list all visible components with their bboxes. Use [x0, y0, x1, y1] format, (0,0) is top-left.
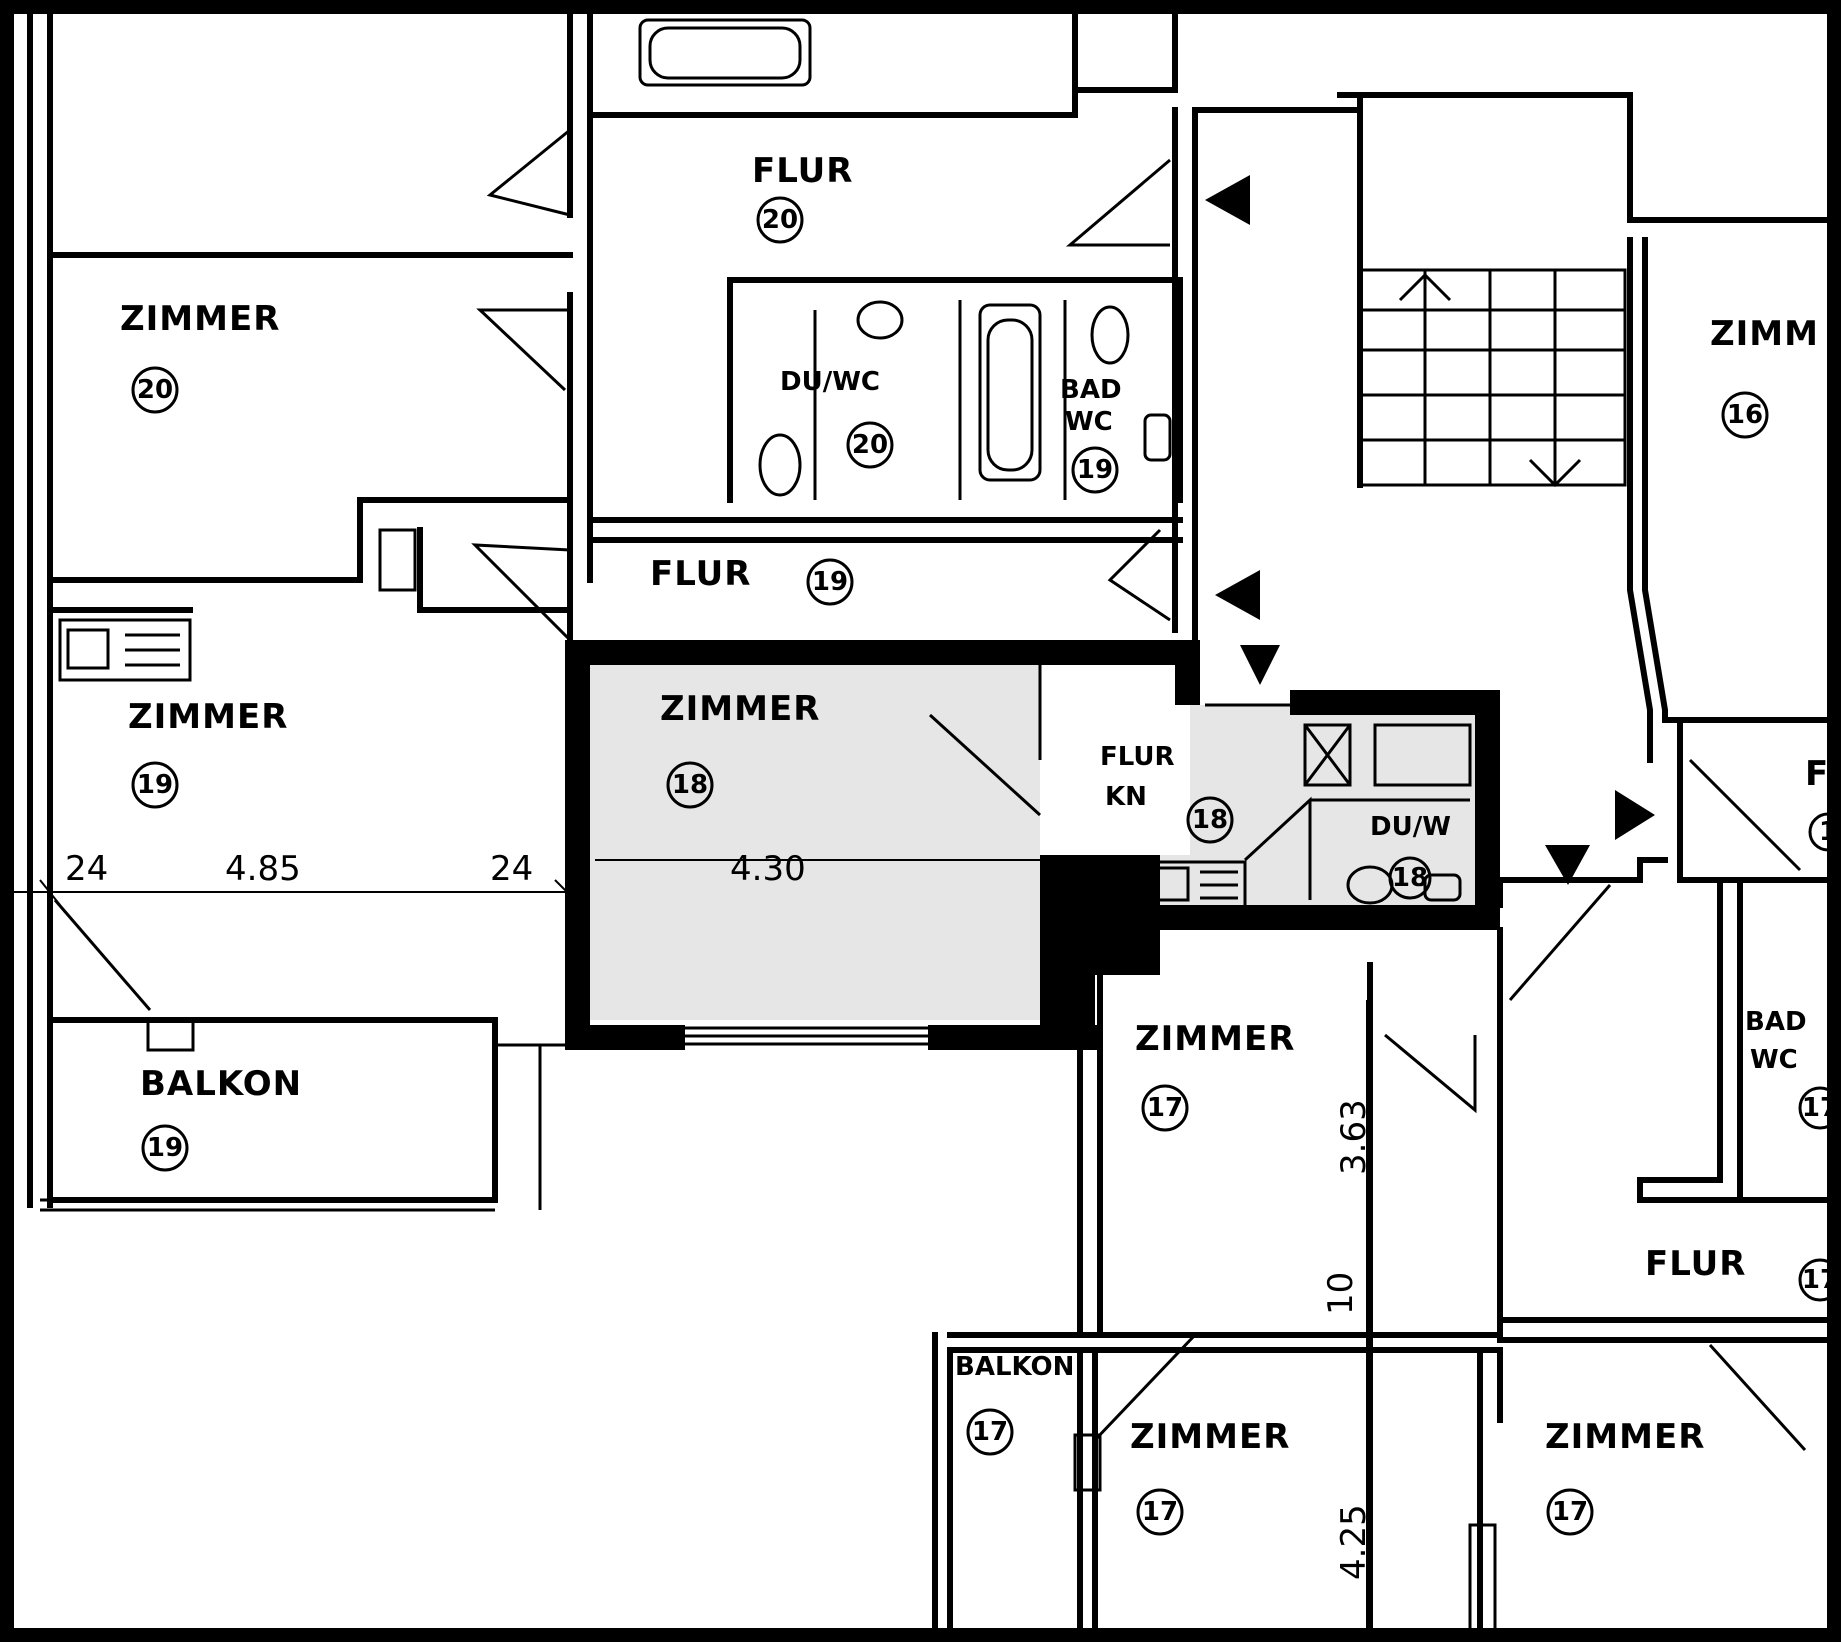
- stair-arrow-down-icon: [1528, 440, 1582, 488]
- svg-text:FLUR: FLUR: [752, 151, 853, 191]
- dimension-24-right: 24: [490, 849, 533, 889]
- entrance-arrow-icon: [1205, 175, 1250, 225]
- entrance-arrow-icon: [1615, 790, 1655, 840]
- svg-text:ZIMMER: ZIMMER: [660, 689, 820, 729]
- walls: [27, 12, 1841, 1642]
- svg-text:BALKON: BALKON: [140, 1064, 302, 1104]
- room-flur-17: FLUR 17: [1645, 1244, 1841, 1302]
- svg-text:19: 19: [812, 567, 848, 597]
- dimension-485: 4.85: [225, 849, 301, 889]
- room-du-wc-20: DU/WC 20: [780, 367, 894, 469]
- room-du-wc-18: DU/W 18: [1370, 812, 1451, 900]
- room-zimmer-19: ZIMMER 19: [128, 697, 288, 809]
- svg-text:20: 20: [852, 430, 888, 460]
- svg-text:FLUR: FLUR: [650, 554, 751, 594]
- svg-text:18: 18: [1192, 805, 1228, 835]
- dimension-24-left: 24: [65, 849, 108, 889]
- room-zimmer-17-b: ZIMMER 17: [1130, 1417, 1290, 1536]
- svg-text:17: 17: [1142, 1497, 1178, 1527]
- svg-text:ZIMMER: ZIMMER: [120, 299, 280, 339]
- svg-text:KN: KN: [1105, 782, 1147, 812]
- arrows: [1205, 175, 1655, 885]
- svg-text:BAD: BAD: [1745, 1007, 1807, 1037]
- room-flur-20: FLUR 20: [752, 151, 853, 244]
- svg-text:17: 17: [1802, 1093, 1838, 1123]
- svg-text:DU/WC: DU/WC: [780, 367, 880, 397]
- dimension-430: 4.30: [730, 849, 806, 889]
- svg-text:17: 17: [1802, 1265, 1838, 1295]
- svg-text:18: 18: [672, 770, 708, 800]
- entrance-arrow-icon: [1215, 570, 1260, 620]
- svg-text:ZIMMER: ZIMMER: [1130, 1417, 1290, 1457]
- door-swings: [53, 128, 1807, 1452]
- svg-text:ZIMMER: ZIMMER: [1545, 1417, 1705, 1457]
- svg-text:17: 17: [1552, 1497, 1588, 1527]
- svg-text:18: 18: [1392, 863, 1428, 893]
- bathtub-icon: [978, 303, 1042, 482]
- room-zimmer-16: ZIMM 16: [1710, 314, 1819, 439]
- svg-text:WC: WC: [1065, 407, 1113, 437]
- svg-text:17: 17: [972, 1417, 1008, 1447]
- room-balkon-19: BALKON 19: [140, 1064, 302, 1172]
- svg-text:FLUR: FLUR: [1100, 742, 1175, 772]
- svg-text:20: 20: [137, 375, 173, 405]
- svg-text:19: 19: [147, 1133, 183, 1163]
- svg-text:ZIMMER: ZIMMER: [128, 697, 288, 737]
- svg-text:ZIMMER: ZIMMER: [1135, 1019, 1295, 1059]
- svg-text:FLUR: FLUR: [1645, 1244, 1746, 1284]
- room-labels: FLUR 20 ZIMMER 20 DU/WC 20 BAD WC 19 ZIM…: [120, 151, 1841, 1536]
- room-zimmer-20: ZIMMER 20: [120, 299, 280, 414]
- dimension-425: 4.25: [1334, 1504, 1374, 1580]
- svg-text:F: F: [1805, 754, 1829, 794]
- dimension-lines: [10, 879, 1368, 1640]
- room-bad-wc-19: BAD WC 19: [1060, 375, 1122, 494]
- svg-text:DU/W: DU/W: [1370, 812, 1451, 842]
- svg-text:20: 20: [762, 205, 798, 235]
- room-flur-19: FLUR 19: [650, 554, 854, 606]
- stair-arrow-up-icon: [1398, 272, 1452, 310]
- entrance-arrow-icon: [1240, 645, 1280, 685]
- dimension-10: 10: [1321, 1272, 1361, 1315]
- sink-icon: [1143, 413, 1462, 902]
- svg-text:WC: WC: [1750, 1045, 1798, 1075]
- staircase: [1358, 268, 1627, 487]
- svg-text:17: 17: [1147, 1093, 1183, 1123]
- room-zimmer-17-c: ZIMMER 17: [1545, 1417, 1705, 1536]
- dimension-363: 3.63: [1334, 1099, 1374, 1175]
- svg-text:19: 19: [137, 770, 173, 800]
- room-zimmer-18: ZIMMER 18: [660, 689, 820, 809]
- svg-text:BAD: BAD: [1060, 375, 1122, 405]
- entrance-arrow-icon: [1545, 845, 1590, 885]
- svg-text:19: 19: [1077, 455, 1113, 485]
- dimension-labels: 24 4.85 24 4.30 3.63 10 4.25: [65, 849, 1374, 1580]
- room-partial-right: F 1: [1805, 754, 1841, 852]
- svg-text:16: 16: [1727, 400, 1763, 430]
- room-balkon-17: BALKON 17: [955, 1352, 1074, 1456]
- stove-icon: [58, 618, 1247, 909]
- highlighted-unit-18: [565, 640, 1500, 1050]
- svg-text:1: 1: [1819, 817, 1837, 847]
- bathtub-icon: [638, 18, 812, 87]
- room-zimmer-17-a: ZIMMER 17: [1135, 1019, 1295, 1132]
- svg-text:BALKON: BALKON: [955, 1352, 1074, 1382]
- fixtures: [58, 18, 1462, 909]
- room-flur-kn-18: FLUR KN 18: [1100, 742, 1234, 844]
- svg-text:ZIMM: ZIMM: [1710, 314, 1819, 354]
- room-bad-wc-17: BAD WC 17: [1745, 1007, 1841, 1130]
